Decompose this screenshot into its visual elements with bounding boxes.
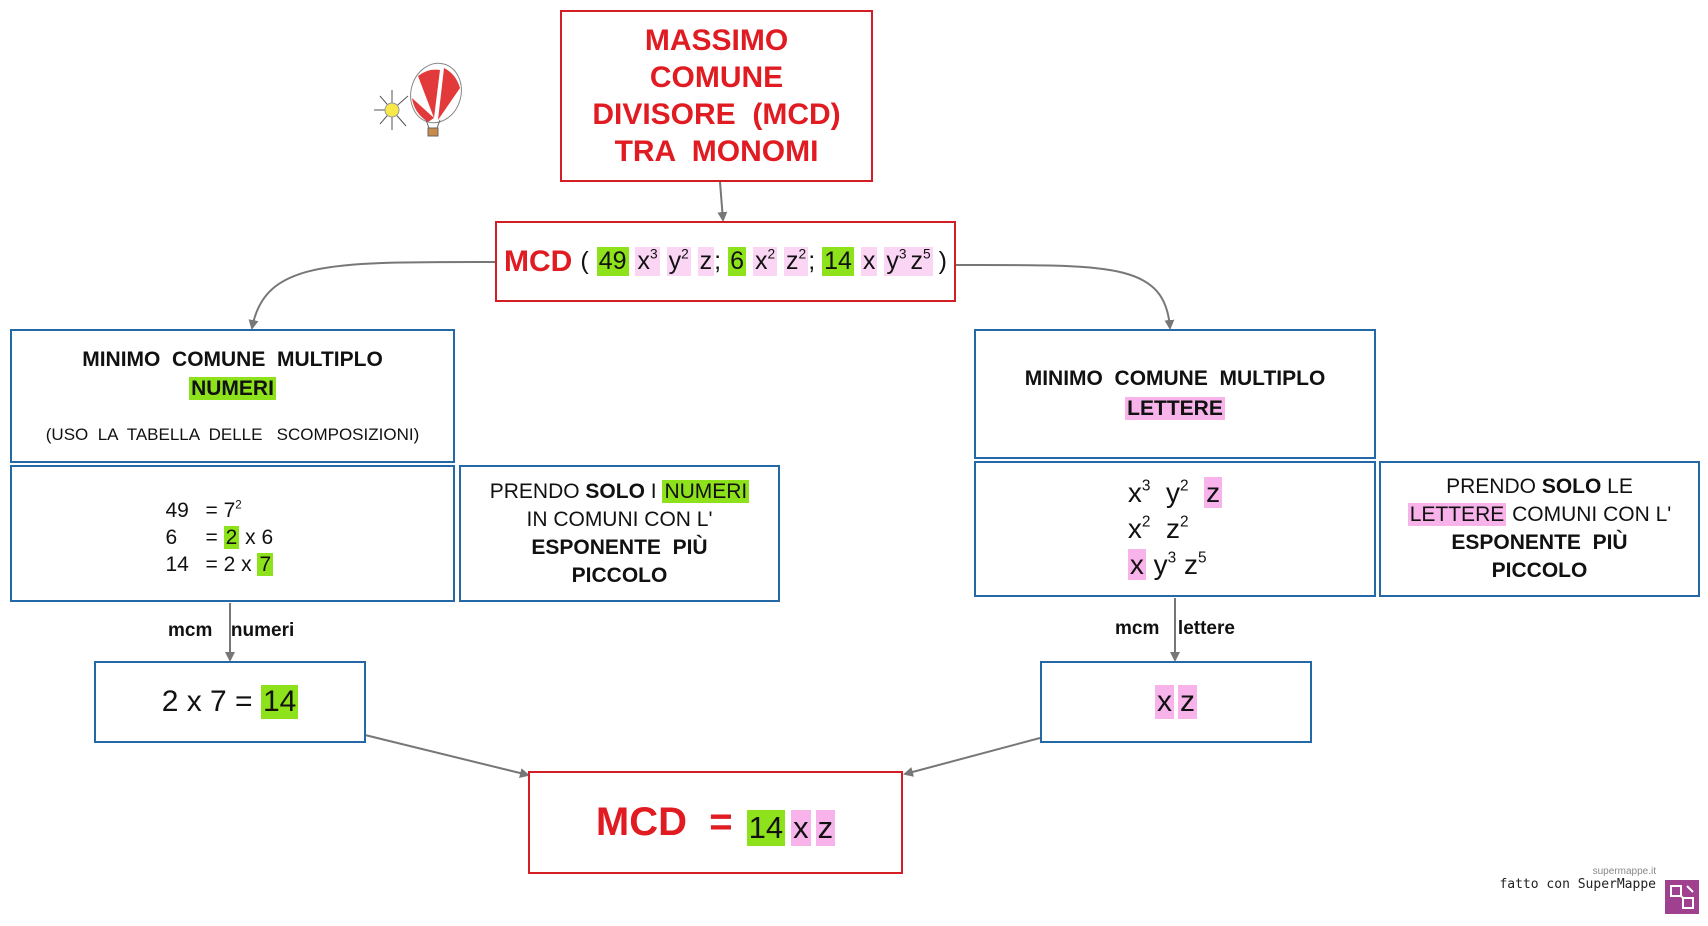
right-arrow-label: mcm lettere [1115, 618, 1235, 639]
footer-credit: supermappe.it fatto con SuperMappe [1499, 866, 1656, 892]
title-line: MASSIMO [644, 24, 789, 57]
left-header-box: MINIMO COMUNE MULTIPLO NUMERI (USO LA TA… [10, 329, 455, 463]
final-label: MCD = [595, 800, 733, 844]
arrow-mcd-to-left [248, 260, 497, 330]
right-result-z: z [1178, 685, 1197, 719]
monomial-1-x: x3 [635, 246, 660, 276]
left-rule-box: PRENDO SOLO I NUMERI IN COMUNI CON L' ES… [459, 465, 780, 602]
monomial-1-z: z [697, 247, 715, 276]
separator: ; [808, 247, 816, 275]
right-header-title: MINIMO COMUNE MULTIPLO [1024, 367, 1326, 390]
hot-air-balloon-icon [374, 62, 462, 137]
final-number: 14 [746, 809, 786, 846]
letters-row: x2 z2 [1127, 513, 1189, 544]
right-header-box: MINIMO COMUNE MULTIPLO LETTERE [974, 329, 1376, 459]
arrow-right-result-to-final [903, 737, 1041, 777]
left-result-value: 14 [260, 685, 299, 719]
title-line: TRA MONOMI [614, 135, 819, 168]
decomposition-row: 6= 2 x 6 [165, 526, 274, 549]
separator: ; [714, 247, 722, 275]
monomial-3-y: y3 [884, 246, 909, 276]
title-line: DIVISORE (MCD) [592, 98, 841, 131]
right-rule-line: LETTERE COMUNI CON L' [1407, 503, 1672, 526]
left-rule-line: IN COMUNI CON L' [526, 507, 713, 531]
arrow-left-result-to-final [364, 734, 530, 778]
left-rule-line: PRENDO SOLO I NUMERI [489, 479, 750, 503]
right-result-box: x z [1040, 661, 1312, 743]
arrow-mcd-to-right [954, 263, 1175, 330]
right-rule-box: PRENDO SOLO LE LETTERE COMUNI CON L' ESP… [1379, 461, 1700, 597]
close-paren: ) [938, 247, 947, 275]
final-z: z [815, 809, 836, 846]
monomial-2-z: z2 [784, 246, 809, 276]
monomial-1-coef: 49 [596, 247, 629, 276]
right-header-highlight: LETTERE [1125, 397, 1225, 420]
mcd-label: MCD [504, 244, 573, 278]
left-header-title: MINIMO COMUNE MULTIPLO [82, 348, 383, 371]
title-box: MASSIMO COMUNE DIVISORE (MCD) TRA MONOMI [560, 10, 873, 182]
mcd-expression-box: MCD ( 49 x3 y2 z ; 6 x2 z2 ; 14 x y3 z5 … [495, 221, 956, 302]
arrow-title-to-mcd [717, 181, 728, 222]
monomial-3-x: x [860, 247, 878, 276]
title-line: COMUNE [649, 61, 784, 94]
left-rule-line: PICCOLO [571, 563, 668, 587]
letters-row: x3 y2 z [1127, 477, 1223, 508]
monomial-3-coef: 14 [822, 247, 854, 276]
letters-row: x y3 z5 [1127, 549, 1207, 580]
footer-site: supermappe.it [1592, 866, 1656, 877]
decomposition-row: 49= 72 [165, 499, 242, 522]
final-x: x [791, 809, 811, 846]
left-result-box: 2 x 7 = 14 [94, 661, 366, 743]
open-paren: ( [580, 247, 589, 275]
monomial-3-z: z5 [908, 246, 933, 276]
footer-text: fatto con SuperMappe [1499, 877, 1656, 892]
decomposition-box: 49= 72 6= 2 x 6 14= 2 x 7 [10, 465, 455, 602]
monomial-2-coef: 6 [728, 247, 746, 276]
monomial-1-y: y2 [666, 246, 691, 276]
right-rule-line: ESPONENTE PIÙ [1451, 531, 1628, 554]
left-header-highlight: NUMERI [189, 377, 276, 400]
supermappe-logo-icon [1665, 880, 1699, 914]
left-result-expr: 2 x 7 = [161, 685, 253, 718]
final-result-box: MCD = 14 x z [528, 771, 903, 874]
left-header-note: (USO LA TABELLA DELLE SCOMPOSIZIONI) [45, 425, 420, 444]
monomial-2-x: x2 [752, 246, 778, 276]
right-rule-line: PRENDO SOLO LE [1446, 475, 1633, 498]
left-arrow-label: mcm numeri [168, 620, 295, 641]
left-rule-line: ESPONENTE PIÙ [531, 535, 708, 559]
letters-box: x3 y2 z x2 z2 x y3 z5 [974, 461, 1376, 597]
decomposition-row: 14= 2 x 7 [165, 553, 274, 576]
right-result-x: x [1155, 685, 1174, 719]
right-rule-line: PICCOLO [1491, 559, 1588, 582]
